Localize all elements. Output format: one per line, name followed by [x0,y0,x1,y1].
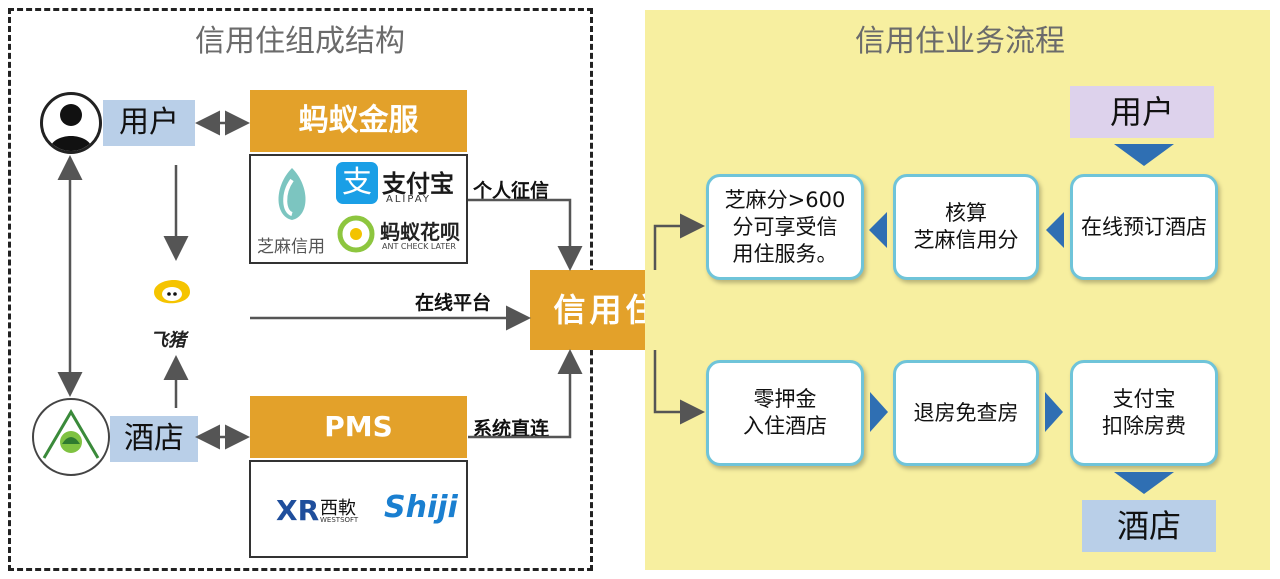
alipay-logo-en: ALIPAY [386,194,431,205]
checkout-deduct-triangle [1045,392,1063,432]
zhima-logo-icon [270,166,314,222]
calc-score-triangle [869,212,887,248]
deposit-checkout-triangle [870,392,888,432]
book-calc-triangle [1046,212,1064,248]
user-avatar-icon [40,92,102,154]
hotel-logo-icon [32,398,110,476]
huabei-logo-text: 蚂蚁花呗 [380,220,460,244]
alipay-logo-text: 支付宝 [382,170,454,198]
westsoft-logo-icon: XR [276,494,320,527]
credit-edge-label: 个人征信 [473,180,550,202]
online-platform-edge-label: 在线平台 [415,292,492,314]
user-down-triangle [1114,144,1174,166]
shiji-logo: Shiji [384,490,458,525]
deduct-hotel-triangle [1114,472,1174,494]
huabei-logo-en: ANT CHECK LATER [382,242,456,251]
fliggy-logo-icon [150,272,194,312]
westsoft-logo-en: WESTSOFT [320,516,359,524]
zhima-logo-text: 芝麻信用 [257,237,325,257]
core-deposit-arrow [653,350,705,425]
fliggy-logo-text: 飞猪 [150,330,186,351]
ant-financial-box: 蚂蚁金服 [250,90,467,152]
core-score-arrow [653,213,705,270]
system-edge-label: 系统直连 [473,418,550,440]
alipay-logo-icon: 支 [336,162,378,204]
flow-hotel-box: 酒店 [1082,500,1216,552]
westsoft-logo-text: 西軟 [320,498,356,519]
ant-core-arrow [468,198,583,271]
step-score-threshold: 芝麻分>600 分可享受信 用住服务。 [706,174,864,280]
pms-core-arrow [468,349,583,439]
step-zero-deposit: 零押金 入住酒店 [706,360,864,466]
user-label: 用户 [103,100,195,146]
step-alipay-deduct: 支付宝 扣除房费 [1070,360,1218,466]
structure-title: 信用住组成结构 [195,24,405,59]
step-checkout: 退房免查房 [893,360,1039,466]
step-book-hotel: 在线预订酒店 [1070,174,1218,280]
huabei-logo-icon [336,214,376,254]
hotel-label: 酒店 [110,416,198,462]
step-calc-score: 核算 芝麻信用分 [893,174,1039,280]
flow-user-box: 用户 [1070,86,1214,138]
pms-box: PMS [250,396,467,458]
pms-logos-box [249,460,468,558]
flow-title: 信用住业务流程 [855,24,1065,59]
